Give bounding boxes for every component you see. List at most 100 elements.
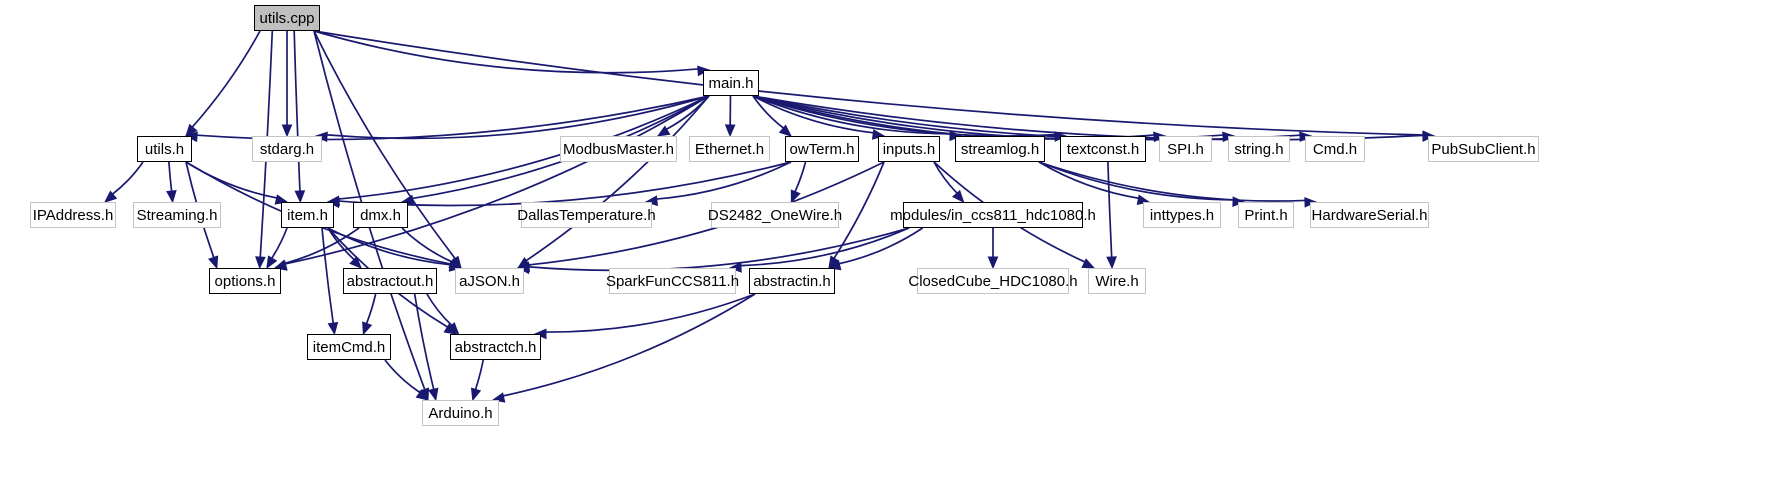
graph-edge-arrowhead (185, 123, 198, 137)
graph-node-utils-h[interactable]: utils.h (137, 136, 192, 162)
graph-node-label: IPAddress.h (32, 206, 114, 224)
graph-node-abstractin-h[interactable]: abstractin.h (749, 268, 835, 294)
graph-edge-arrowhead (448, 258, 463, 269)
graph-node-print-h[interactable]: Print.h (1238, 202, 1294, 228)
graph-node-ds2482-onewire-h[interactable]: DS2482_OneWire.h (707, 202, 843, 228)
graph-edge-arrowhead (281, 124, 293, 138)
graph-node-modules-in-ccs811-hdc1080-h[interactable]: modules/in_ccs811_hdc1080.h (890, 202, 1096, 228)
graph-edge-arrowhead (349, 256, 363, 269)
graph-edge (833, 161, 885, 259)
graph-node-string-h[interactable]: string.h (1228, 136, 1290, 162)
graph-node-wire-h[interactable]: Wire.h (1088, 268, 1146, 294)
graph-node-label: string.h (1234, 140, 1284, 158)
graph-node-streamlog-h[interactable]: streamlog.h (955, 136, 1045, 162)
graph-node-hardwareserial-h[interactable]: HardwareSerial.h (1310, 202, 1429, 228)
graph-node-abstractout-h[interactable]: abstractout.h (343, 268, 437, 294)
graph-edge-arrowhead (987, 256, 999, 270)
graph-node-sparkfunccs811-h[interactable]: SparkFunCCS811.h (605, 268, 740, 294)
graph-node-dallastemperature-h[interactable]: DallasTemperature.h (517, 202, 656, 228)
graph-node-label: ClosedCube_HDC1080.h (908, 272, 1078, 290)
graph-node-label: SPI.h (1167, 140, 1204, 158)
graph-edge (384, 359, 421, 394)
graph-edge-arrowhead (790, 189, 801, 204)
graph-edge (656, 161, 792, 200)
graph-edge-arrowhead (724, 124, 736, 138)
graph-edge (293, 30, 301, 192)
graph-node-inttypes-h[interactable]: inttypes.h (1143, 202, 1221, 228)
graph-node-label: Wire.h (1095, 272, 1139, 290)
graph-node-label: abstractin.h (753, 272, 831, 290)
graph-edge-arrowhead (104, 190, 118, 203)
graph-edge (1038, 161, 1306, 202)
graph-node-abstractch-h[interactable]: abstractch.h (450, 334, 541, 360)
graph-node-textconst-h[interactable]: textconst.h (1060, 136, 1146, 162)
graph-edge-arrowhead (951, 189, 965, 203)
graph-node-item-h[interactable]: item.h (281, 202, 334, 228)
graph-node-label: inputs.h (882, 140, 936, 158)
graph-node-label: dmx.h (360, 206, 401, 224)
graph-node-pubsubclient-h[interactable]: PubSubClient.h (1428, 136, 1539, 162)
graph-edge (545, 293, 756, 333)
graph-edge (933, 161, 958, 194)
graph-node-label: stdarg.h (259, 140, 315, 158)
graph-edge (752, 95, 874, 134)
graph-edge-arrowhead (656, 125, 671, 137)
graph-node-label: DS2482_OneWire.h (707, 206, 843, 224)
graph-edge (503, 293, 756, 397)
graph-node-itemcmd-h[interactable]: itemCmd.h (307, 334, 391, 360)
graph-edge-arrowhead (208, 255, 219, 270)
graph-node-dmx-h[interactable]: dmx.h (353, 202, 408, 228)
graph-node-cmd-h[interactable]: Cmd.h (1305, 136, 1365, 162)
graph-edge (528, 227, 910, 272)
graph-node-label: main.h (708, 74, 754, 92)
graph-edge-arrowhead (1081, 258, 1096, 269)
graph-node-modbusmaster-h[interactable]: ModbusMaster.h (560, 136, 677, 162)
graph-node-label: Ethernet.h (694, 140, 765, 158)
graph-edge (313, 30, 1424, 136)
graph-edge-arrowhead (266, 255, 278, 270)
graph-edge (284, 227, 360, 265)
graph-edge (401, 227, 453, 263)
graph-node-ipaddress-h[interactable]: IPAddress.h (30, 202, 116, 228)
graph-edge-arrowhead (255, 256, 266, 270)
graph-node-ajson-h[interactable]: aJSON.h (455, 268, 524, 294)
graph-edge (1038, 161, 1234, 201)
graph-node-closedcube-hdc1080-h[interactable]: ClosedCube_HDC1080.h (908, 268, 1078, 294)
graph-edge (327, 227, 451, 266)
graph-node-owterm-h[interactable]: owTerm.h (785, 136, 859, 162)
graph-node-inputs-h[interactable]: inputs.h (878, 136, 940, 162)
graph-edge (185, 161, 277, 199)
graph-node-utils-cpp[interactable]: utils.cpp (254, 5, 320, 31)
graph-node-label: Arduino.h (428, 404, 493, 422)
graph-node-label: HardwareSerial.h (1311, 206, 1428, 224)
graph-edge (191, 30, 261, 128)
graph-node-label: SparkFunCCS811.h (605, 272, 740, 290)
graph-node-label: aJSON.h (459, 272, 520, 290)
graph-edge (196, 95, 710, 141)
graph-node-label: modules/in_ccs811_hdc1080.h (890, 206, 1096, 224)
graph-edge (365, 293, 377, 324)
graph-node-arduino-h[interactable]: Arduino.h (422, 400, 499, 426)
graph-node-streaming-h[interactable]: Streaming.h (133, 202, 221, 228)
graph-node-label: Cmd.h (1312, 140, 1358, 158)
graph-node-label: abstractout.h (346, 272, 434, 290)
graph-edge-arrowhead (362, 321, 373, 336)
graph-edge (752, 95, 784, 129)
graph-node-main-h[interactable]: main.h (703, 70, 759, 96)
graph-node-label: itemCmd.h (312, 338, 386, 356)
graph-node-spi-h[interactable]: SPI.h (1159, 136, 1212, 162)
graph-node-ethernet-h[interactable]: Ethernet.h (689, 136, 770, 162)
graph-edge (271, 227, 288, 259)
graph-node-options-h[interactable]: options.h (209, 268, 281, 294)
graph-edge (838, 227, 924, 265)
graph-edge (528, 161, 885, 266)
graph-node-label: utils.h (144, 140, 185, 158)
graph-node-label: ModbusMaster.h (563, 140, 674, 158)
graph-edge (740, 227, 910, 267)
graph-node-label: streamlog.h (960, 140, 1040, 158)
graph-edge (313, 30, 699, 74)
graph-node-stdarg-h[interactable]: stdarg.h (252, 136, 322, 162)
graph-edge (313, 30, 456, 260)
graph-edge (168, 161, 173, 192)
